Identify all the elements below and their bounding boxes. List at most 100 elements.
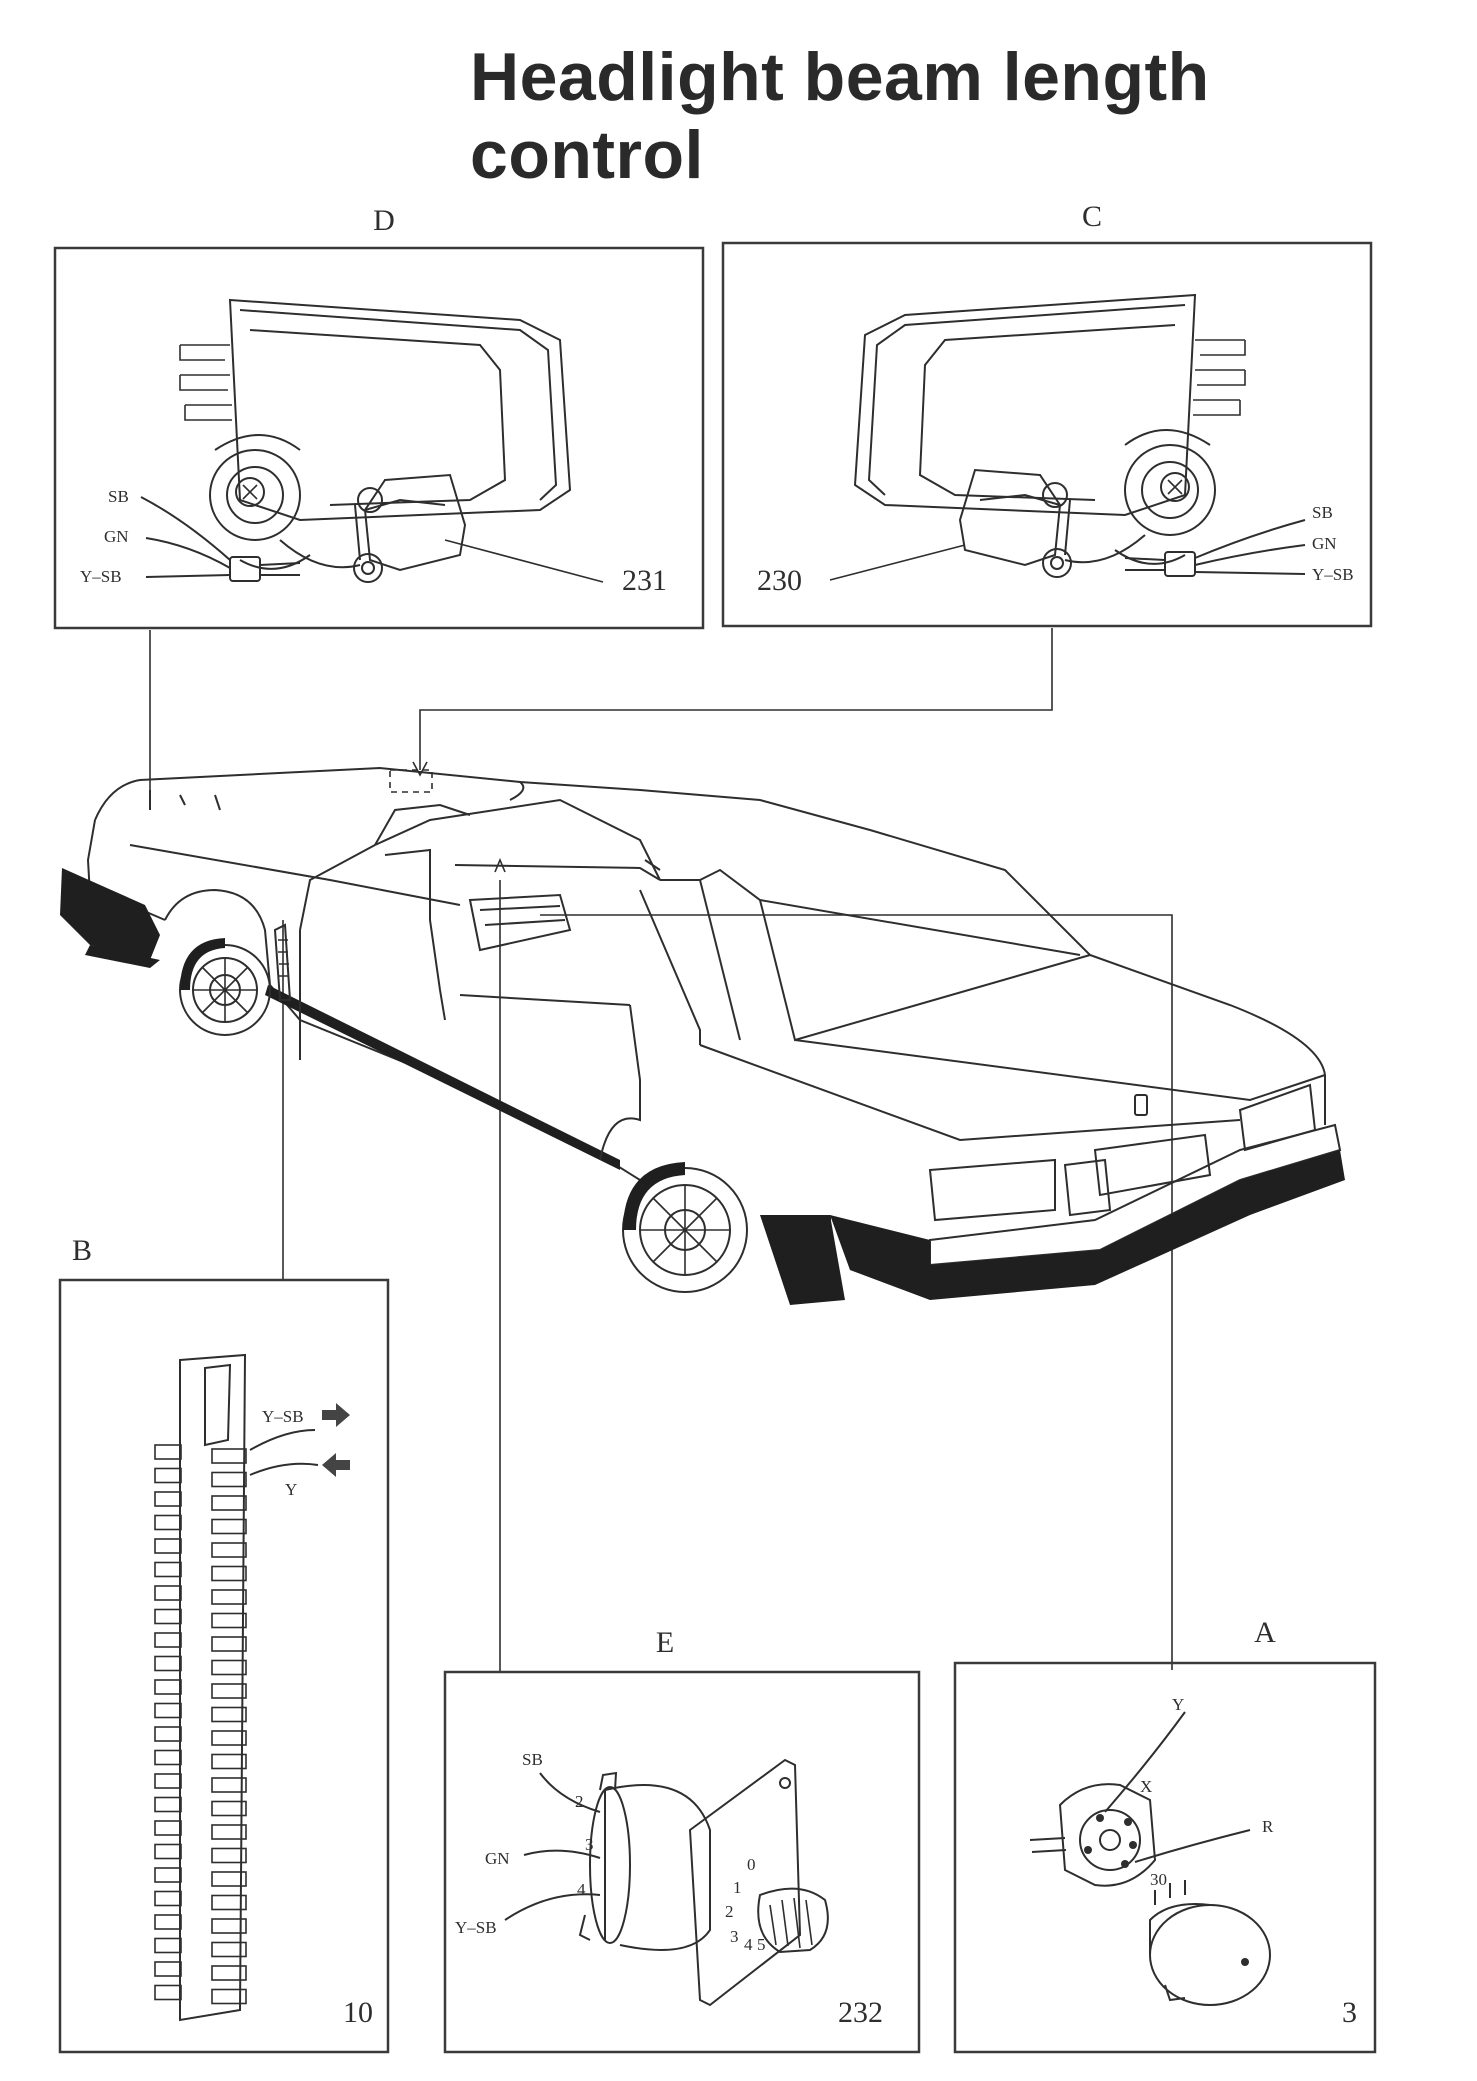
- connector-e-arrow: [494, 857, 506, 873]
- part-number-10: 10: [343, 1996, 373, 2029]
- strip-tab-left: [154, 1890, 182, 1907]
- light-switch: [1029, 1783, 1271, 2006]
- leader-c-230: [829, 544, 966, 581]
- strip-tab-right: [211, 1706, 247, 1723]
- strip-tab-right: [211, 1495, 247, 1511]
- wire-label-e-sb: SB: [522, 1750, 543, 1769]
- car-illustration: [60, 766, 1345, 1305]
- connector-strip: [154, 1353, 247, 2022]
- headlight-unit-left: [179, 298, 572, 583]
- strip-tab-right: [211, 1730, 247, 1746]
- strip-tab-left: [154, 1726, 182, 1742]
- panel-d-frame: [53, 246, 705, 630]
- strip-tab-right: [211, 1448, 247, 1464]
- wire-e-ysb: [504, 1893, 601, 1921]
- strip-tab-right: [211, 1753, 247, 1770]
- wire-label-a-r: R: [1262, 1817, 1274, 1836]
- strip-tab-left: [154, 1679, 182, 1695]
- wire-b-y: [249, 1462, 319, 1476]
- wire-label-c-sb: SB: [1312, 503, 1333, 522]
- dial-mark-3: 3: [730, 1927, 739, 1946]
- strip-tab-right: [211, 1800, 247, 1817]
- strip-tab-left: [154, 1608, 182, 1625]
- strip-tab-right: [211, 1894, 247, 1911]
- strip-tab-right: [211, 1871, 247, 1887]
- strip-tab-right: [211, 1777, 247, 1793]
- strip-tab-left: [154, 1820, 182, 1836]
- page-title: Headlight beam length control: [470, 39, 1210, 193]
- wire-a-y: [1104, 1711, 1186, 1813]
- wire-d-sb: [140, 496, 231, 561]
- panel-a: A Y R X 30 3: [953, 1616, 1377, 2054]
- part-number-3: 3: [1342, 1996, 1357, 2029]
- panel-e-frame: [443, 1670, 921, 2054]
- strip-tab-right: [211, 1542, 247, 1558]
- strip-tab-right: [211, 1683, 247, 1699]
- strip-tab-left: [154, 1843, 182, 1860]
- connector-c: [419, 628, 1053, 770]
- strip-tab-left: [154, 1538, 182, 1554]
- strip-tab-left: [154, 1749, 182, 1766]
- wire-label-c-gn: GN: [1312, 534, 1337, 553]
- panel-e: E SB GN Y–SB 2 3 4 0 1 2 3 4 5 232: [443, 1626, 921, 2054]
- terminal-label-x: X: [1140, 1777, 1152, 1796]
- panel-e-letter: E: [656, 1626, 674, 1659]
- strip-tab-left: [154, 1561, 182, 1578]
- panel-b-frame: [58, 1278, 390, 2054]
- wire-e-sb: [539, 1772, 601, 1813]
- wire-c-gn: [1194, 544, 1306, 566]
- part-number-232: 232: [838, 1996, 883, 2029]
- wire-label-a-y: Y: [1172, 1695, 1184, 1714]
- dial-mark-0: 0: [747, 1855, 756, 1874]
- wire-c-sb: [1194, 519, 1306, 559]
- dial-mark-1: 1: [733, 1878, 742, 1897]
- panel-a-frame: [953, 1661, 1377, 2054]
- wire-d-ysb: [145, 574, 231, 578]
- connector-lines: [149, 628, 1173, 1672]
- panel-a-letter: A: [1254, 1616, 1276, 1649]
- pin-label-4: 4: [577, 1880, 586, 1899]
- strip-tab-left: [154, 1984, 182, 2001]
- panel-b-letter: B: [72, 1234, 92, 1267]
- strip-tab-right: [211, 1965, 247, 1981]
- dial-mark-2: 2: [725, 1902, 734, 1921]
- wire-label-d-gn: GN: [104, 527, 129, 546]
- wire-label-d-ysb: Y–SB: [80, 567, 122, 586]
- strip-tab-right: [211, 1918, 247, 1934]
- strip-tab-left: [154, 1655, 182, 1672]
- connector-a: [540, 914, 1173, 1670]
- panel-c-frame: [721, 241, 1373, 628]
- arrow-in-icon: [322, 1453, 350, 1477]
- dial-mark-4: 4: [744, 1935, 753, 1954]
- rear-wheel: [622, 1162, 748, 1293]
- pin-label-3: 3: [585, 1835, 594, 1854]
- strip-tab-left: [154, 1514, 182, 1531]
- strip-tab-right: [211, 1518, 247, 1535]
- part-number-230: 230: [757, 564, 802, 597]
- wire-label-b-ysb: Y–SB: [262, 1407, 304, 1426]
- wire-label-c-ysb: Y–SB: [1312, 565, 1354, 584]
- panel-b: B Y–SB Y 10: [58, 1234, 390, 2054]
- strip-tab-right: [211, 1847, 247, 1864]
- strip-tab-left: [154, 1937, 182, 1954]
- panel-d-letter: D: [373, 204, 395, 237]
- strip-tab-right: [211, 1824, 247, 1840]
- pin-label-2: 2: [575, 1792, 584, 1811]
- wire-label-e-ysb: Y–SB: [455, 1918, 497, 1937]
- wire-a-r: [1134, 1829, 1251, 1863]
- strip-tab-left: [154, 1467, 182, 1484]
- leader-d-231: [444, 539, 604, 583]
- strip-tab-left: [154, 1773, 182, 1789]
- dial-mark-5: 5: [757, 1935, 766, 1954]
- panel-d: D SB GN Y–SB: [53, 204, 705, 630]
- strip-tab-left: [154, 1491, 182, 1507]
- part-number-231: 231: [622, 564, 667, 597]
- panel-c-letter: C: [1082, 200, 1102, 233]
- front-wheel: [179, 938, 271, 1036]
- strip-tab-left: [154, 1961, 182, 1977]
- arrow-out-icon: [322, 1403, 350, 1427]
- strip-tab-left: [154, 1867, 182, 1883]
- strip-tab-right: [211, 1589, 247, 1605]
- strip-tab-right: [211, 1612, 247, 1629]
